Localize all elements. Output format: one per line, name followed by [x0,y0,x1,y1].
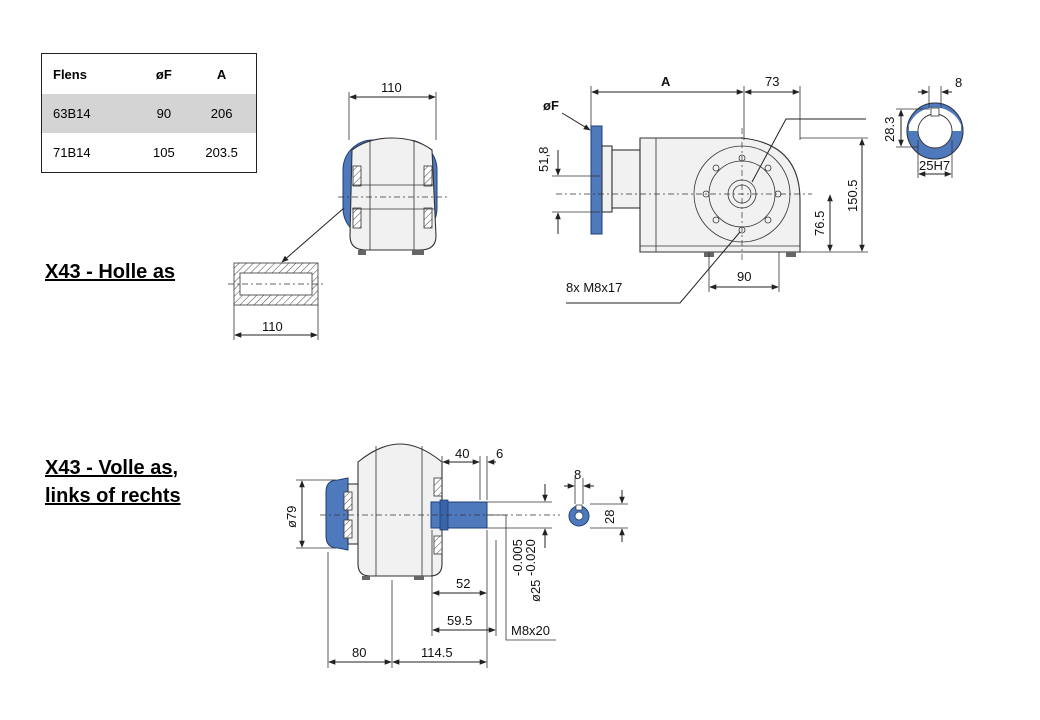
table-row: 63B14 90 206 [41,94,257,133]
dim-6: 6 [496,446,503,461]
dim-51-8: 51,8 [536,147,551,172]
table-cell: 203.5 [205,145,238,160]
dim-key-width-solid: 8 [574,467,581,482]
col-header-A: A [216,66,227,82]
tol-upper: -0.005 [510,539,525,576]
dim-80: 80 [352,645,366,660]
dim-28-3: 28.3 [882,117,897,142]
col-header-flange: Flens [53,66,87,82]
dim-shaft-length: 110 [262,319,283,334]
dim-oF: øF [543,98,559,113]
table-cell: 105 [152,145,175,160]
table-cell: 206 [187,94,257,133]
dim-114-5: 114.5 [421,645,453,660]
heading-solid-shaft: X43 - Volle as, links of rechts [45,454,181,510]
hollow-shaft-part: 110 [228,207,345,340]
col-header-oF: øF [155,66,172,82]
hollow-side-view: A 73 øF 51,8 150.5 76.5 90 8x M8x17 [536,74,868,304]
dim-52: 52 [456,576,470,591]
dim-shaft-dia: ø25 [528,580,543,602]
solid-shaft-view: 40 6 ø79 ø25 -0.005 -0.020 M8x20 52 59.5… [284,443,560,668]
thread-callout: M8x20 [511,623,550,638]
bolt-callout: 8x M8x17 [566,280,622,295]
dim-73: 73 [765,74,779,89]
dim-59-5: 59.5 [447,613,472,628]
table-cell: 90 [140,94,188,133]
heading-hollow-shaft: X43 - Holle as [45,261,176,283]
table-row: 71B14 105 203.5 [42,133,257,173]
heading-solid-line1: X43 - Volle as, [45,457,179,479]
dim-bore: 25H7 [919,158,950,173]
heading-solid-line2: links of rechts [45,485,181,507]
bore-detail: 8 28.3 25H7 [882,75,964,178]
dim-40: 40 [455,446,469,461]
dim-90: 90 [737,269,751,284]
dim-key-width: 8 [955,75,962,90]
table-cell: 63B14 [41,94,141,133]
flange-table: Flens øF A 63B14 90 206 71B14 105 203.5 [41,53,257,173]
table-cell: 71B14 [53,145,91,160]
hollow-front-view: 110 [338,80,448,255]
dim-A: A [661,74,671,89]
dim-150-5: 150.5 [845,179,860,212]
tol-lower: -0.020 [523,539,538,576]
solid-shaft-end-detail: 8 28 [564,467,628,542]
dim-76-5: 76.5 [812,211,827,236]
dim-28: 28 [602,510,617,524]
table-header-row: Flens øF A [42,54,257,95]
dim-dia-79: ø79 [284,506,299,528]
dim-top-width: 110 [381,80,402,95]
